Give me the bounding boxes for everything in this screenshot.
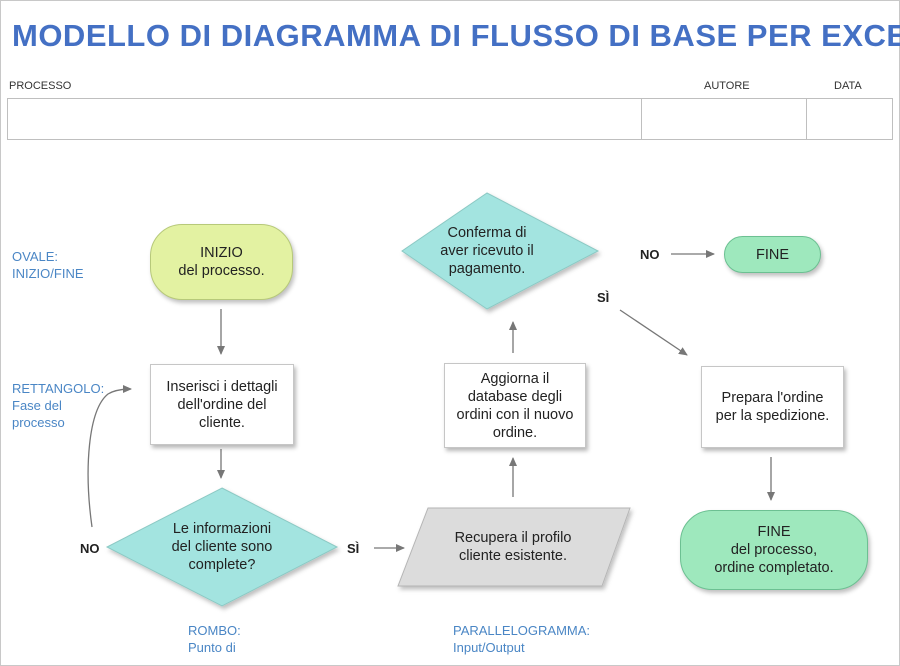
autore-label: AUTORE (704, 80, 750, 92)
label-si-top: SÌ (597, 290, 610, 305)
decision-diamond-complete (105, 487, 339, 607)
start-oval: INIZIO del processo. (150, 224, 293, 300)
io-parallelogram (397, 507, 631, 587)
label-si-left: SÌ (347, 541, 360, 556)
data-label: DATA (834, 80, 862, 92)
header-divider (806, 98, 807, 140)
prepare-order-rect: Prepara l'ordine per la spedizione. (701, 366, 844, 448)
legend-ovale: OVALE: INIZIO/FINE (12, 249, 84, 281)
complete-decision-text: Le informazioni del cliente sono complet… (171, 521, 273, 573)
header-divider (641, 98, 642, 140)
page-title: MODELLO DI DIAGRAMMA DI FLUSSO DI BASE P… (12, 18, 900, 53)
arrow-no-loop-back (87, 385, 132, 528)
update-db-rect: Aggiorna il database degli ordini con il… (444, 363, 586, 448)
end-short-oval: FINE (724, 236, 821, 273)
processo-label: PROCESSO (9, 80, 72, 92)
legend-parallelogramma: PARALLELOGRAMMA: Input/Output (453, 623, 591, 655)
label-no-top: NO (640, 247, 660, 262)
end-final-oval: FINE del processo, ordine completato. (680, 510, 868, 590)
retrieve-profile-text: Recupera il profilo cliente esistente. (454, 530, 572, 564)
enter-details-rect: Inserisci i dettagli dell'ordine del cli… (150, 364, 294, 445)
legend-rombo: ROMBO: Punto di (188, 623, 241, 655)
payment-decision-text: Conferma di aver ricevuto il pagamento. (440, 225, 534, 277)
decision-diamond-payment (401, 192, 600, 310)
header-input-row[interactable] (7, 98, 893, 140)
label-no-left: NO (80, 541, 100, 556)
legend-rettangolo: RETTANGOLO: Fase del processo (12, 381, 105, 430)
arrow-si-to-prepare (619, 309, 688, 356)
